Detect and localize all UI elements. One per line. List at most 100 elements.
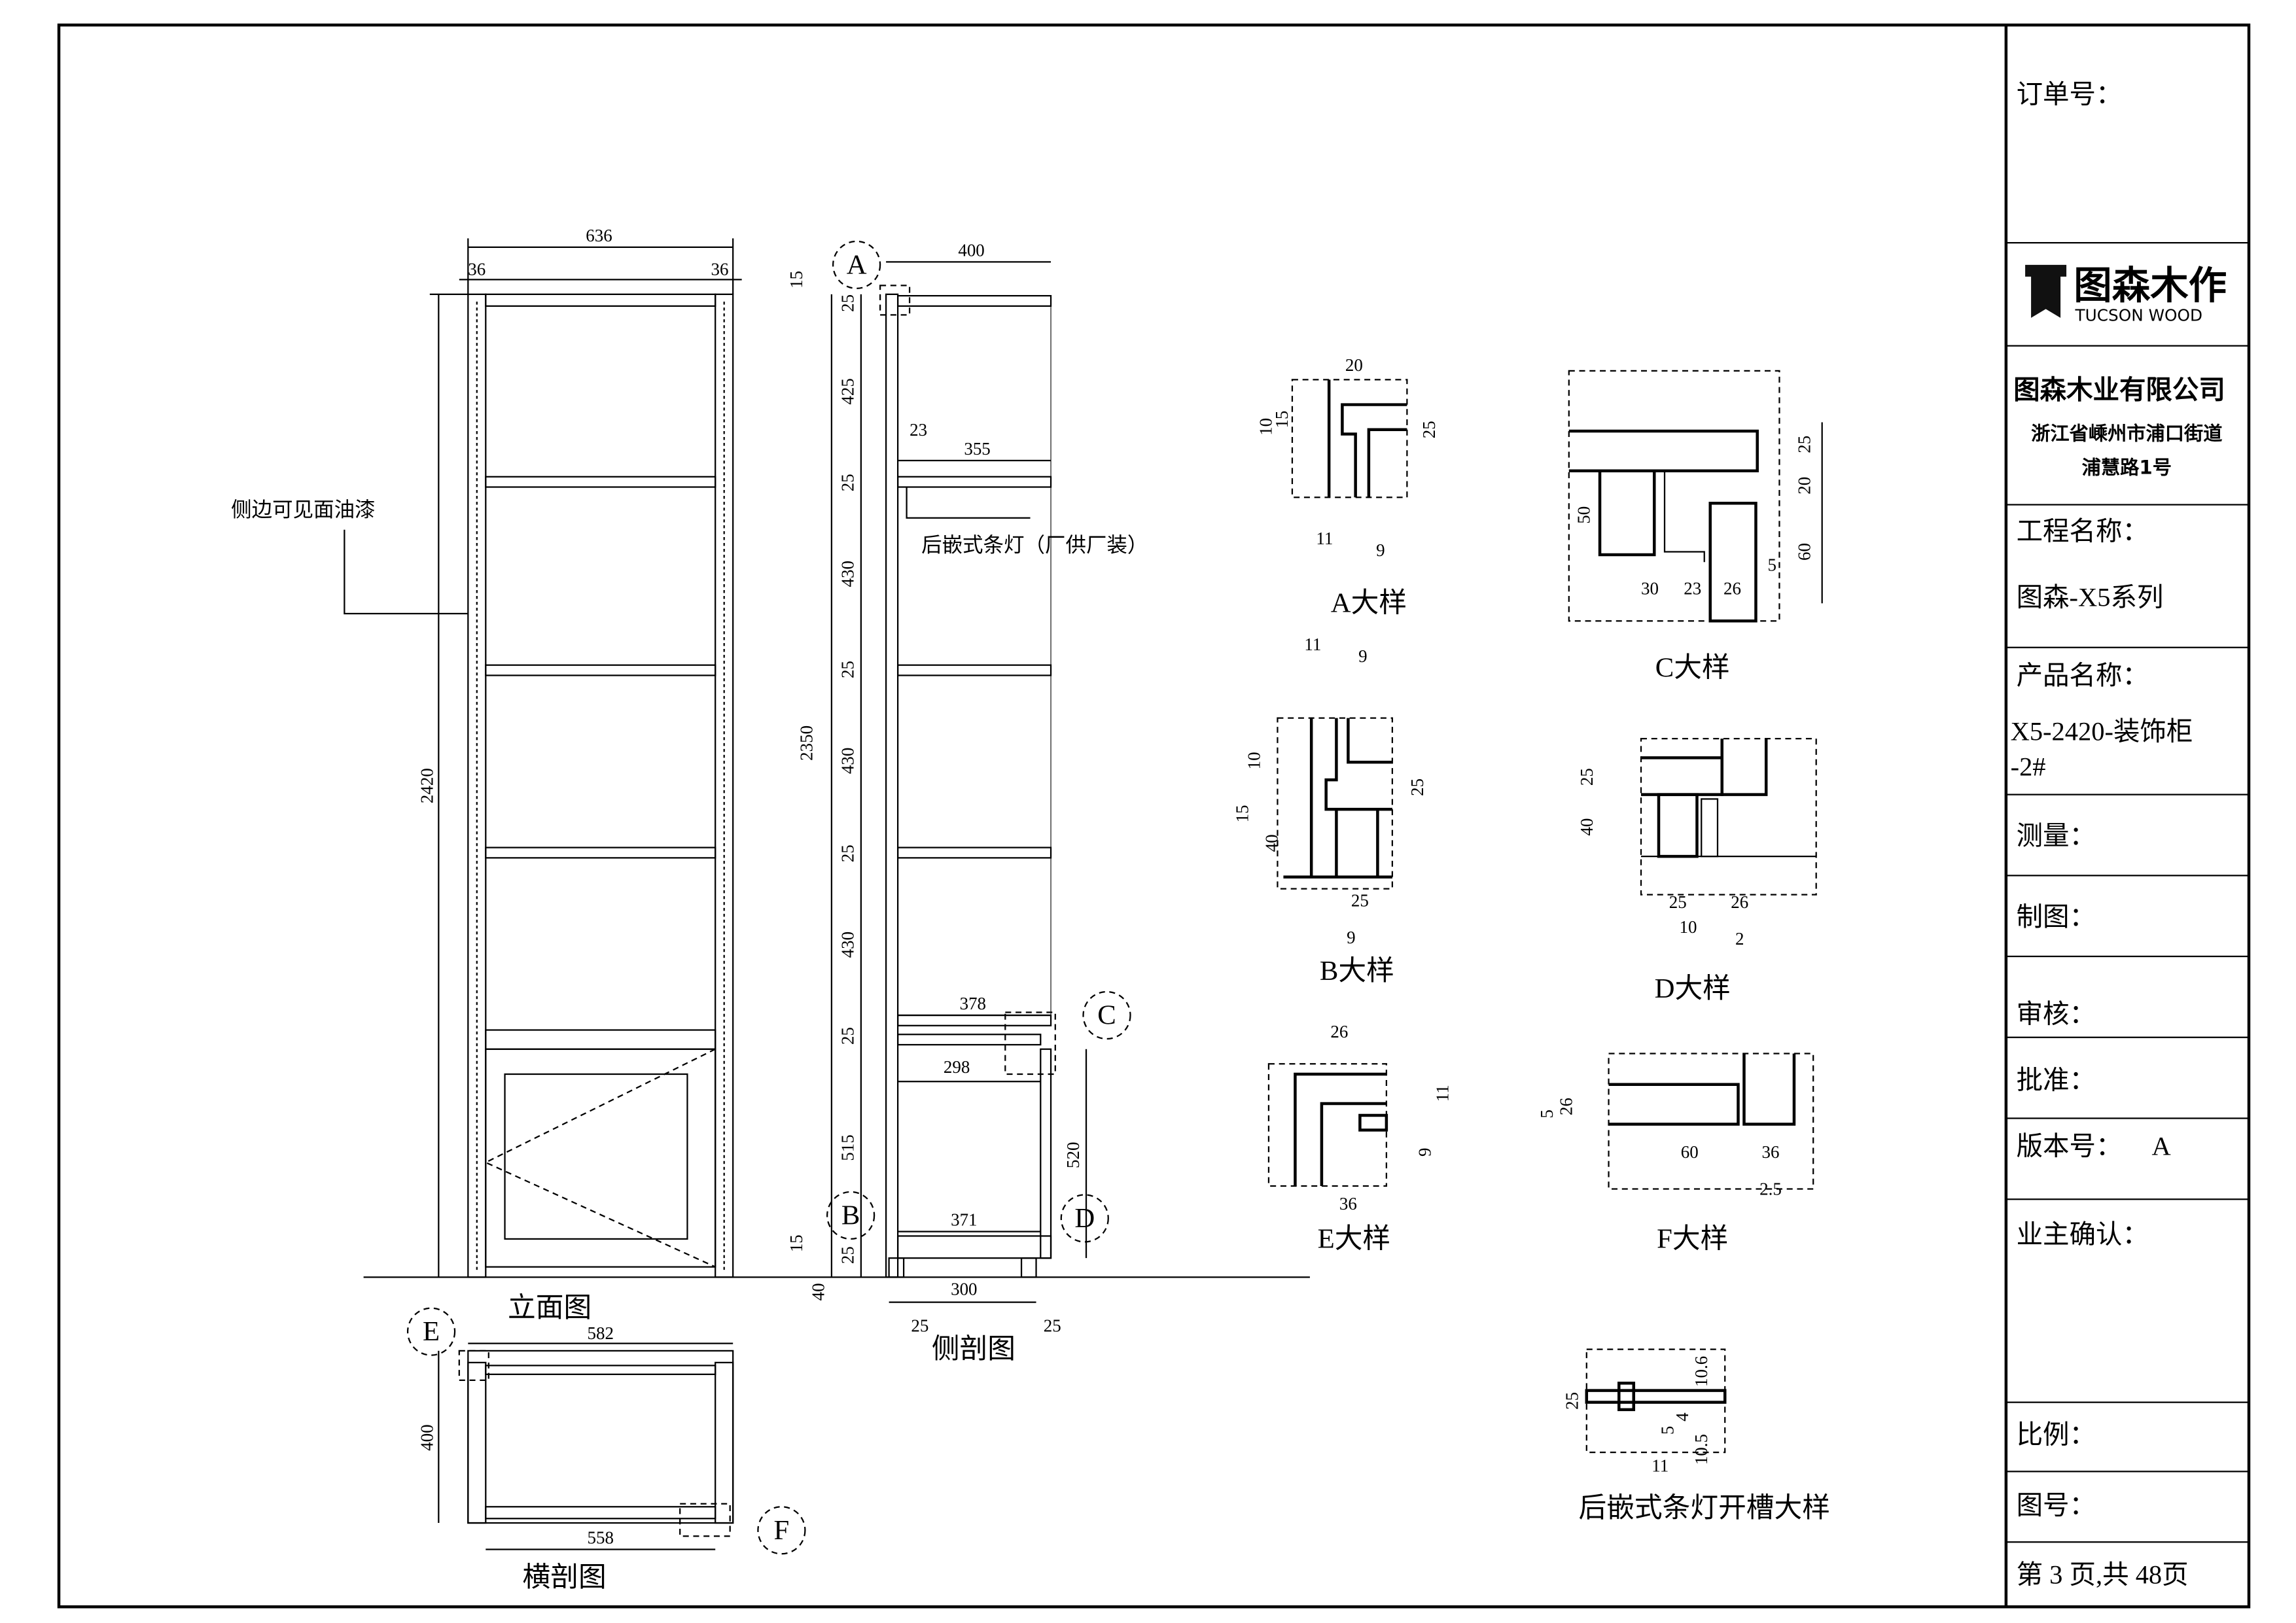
- dim: 9: [1347, 928, 1356, 947]
- marker-b: B: [841, 1200, 860, 1230]
- dim-cross-inner: 558: [588, 1528, 614, 1548]
- dim-shelf: 25: [838, 294, 858, 312]
- elevation-title: 立面图: [508, 1293, 592, 1323]
- dim: 11: [1304, 635, 1321, 654]
- dim: 40: [1577, 818, 1597, 836]
- dim: 23: [1684, 579, 1701, 599]
- dim-shelf: 25: [838, 474, 858, 491]
- approve-label: 批准：: [2017, 1065, 2096, 1094]
- logo-cn: 图森木作: [2074, 264, 2227, 308]
- detail-b-title: B大样: [1320, 956, 1394, 986]
- dim: 15: [1232, 805, 1252, 822]
- drafting-label: 制图：: [2017, 902, 2096, 932]
- dim-shelf-depth: 355: [964, 439, 990, 459]
- cross-section-view: 582 400 558 横剖图: [417, 1323, 734, 1593]
- marker-a: A: [847, 249, 867, 280]
- dim-width: 636: [586, 226, 612, 245]
- dim: 25: [1419, 421, 1439, 438]
- dim: 30: [1641, 579, 1659, 599]
- version-label: 版本号：: [2017, 1132, 2123, 1161]
- detail-c-title: C大样: [1655, 653, 1730, 684]
- detail-e-title: E大样: [1318, 1223, 1391, 1254]
- detail-a: 20 10 15 25 11 9 A大样: [1256, 355, 1439, 619]
- sheet-border: [57, 23, 2251, 1609]
- detail-d: 25 40 25 10 2 26 D大样: [1577, 738, 1817, 1004]
- detail-b: 11 9 10 15 40 25 25 9 B大样: [1232, 635, 1427, 986]
- side-title: 侧剖图: [932, 1334, 1016, 1365]
- dim: 26: [1330, 1022, 1348, 1041]
- logo-en: TUCSON WOOD: [2075, 305, 2202, 324]
- dim-bottom-depth: 371: [951, 1210, 977, 1230]
- page-info: 第 3 页,共 48页: [2017, 1560, 2189, 1589]
- door-panel: [485, 1048, 716, 1268]
- dim: 10: [1244, 752, 1263, 769]
- dim-cross-depth: 400: [417, 1424, 436, 1450]
- dim-right-side: 36: [711, 260, 728, 279]
- project-label: 工程名称：: [2017, 517, 2149, 546]
- dim-bottom: 25: [838, 1246, 858, 1264]
- dim: 25: [1577, 768, 1597, 786]
- detail-a-title: A大样: [1331, 588, 1407, 619]
- dim: 26: [1556, 1098, 1576, 1115]
- drawing-no-label: 图号：: [2017, 1491, 2096, 1520]
- owner-confirm-label: 业主确认：: [2017, 1220, 2149, 1249]
- dim-gap: 430: [838, 932, 858, 958]
- cross-title: 横剖图: [523, 1562, 607, 1593]
- dim-foot-span: 300: [951, 1279, 977, 1299]
- dim: 10: [1680, 917, 1697, 937]
- dim: 4: [1672, 1412, 1692, 1422]
- detail-c: 50 30 23 26 5 25 20 60 C大样: [1568, 370, 1823, 684]
- dim-gap: 430: [838, 748, 858, 774]
- product-label: 产品名称：: [2017, 661, 2149, 690]
- dim-total-height: 2350: [797, 725, 817, 761]
- title-block: 订单号： 图森木作 TUCSON WOOD 图森木业有限公司 浙江省嵊州市浦口街…: [2004, 25, 2249, 1607]
- dim: 10: [1256, 418, 1275, 436]
- dim-left-side: 36: [468, 260, 486, 279]
- dim-shelf: 25: [838, 661, 858, 678]
- dim-foot-left: 25: [911, 1316, 928, 1336]
- dim: 5: [1658, 1426, 1678, 1435]
- side-paint-note: 侧边可见面油漆: [231, 498, 375, 521]
- dim: 20: [1345, 355, 1363, 375]
- detail-f: 5 26 60 36 2.5 F大样: [1537, 1053, 1814, 1254]
- dim-top-offset: 15: [786, 271, 806, 288]
- dim: 20: [1795, 477, 1814, 495]
- dim: 26: [1731, 892, 1748, 912]
- review-label: 审核：: [2017, 999, 2096, 1028]
- project-value: 图森-X5系列: [2017, 583, 2164, 612]
- dim-gap: 430: [838, 561, 858, 587]
- dim: 25: [1669, 892, 1687, 912]
- dim: 5: [1767, 555, 1776, 575]
- dim: 50: [1574, 506, 1593, 524]
- dim-depth: 400: [958, 240, 984, 260]
- address-line1: 浙江省嵊州市浦口街道: [2031, 423, 2222, 445]
- dim: 11: [1316, 529, 1333, 548]
- dim: 9: [1376, 540, 1385, 560]
- light-slot-title: 后嵌式条灯开槽大样: [1579, 1493, 1830, 1524]
- detail-e: 26 11 9 36 E大样: [1267, 1022, 1452, 1254]
- measure-label: 测量：: [2017, 821, 2096, 850]
- dim-cross-width: 582: [588, 1323, 614, 1343]
- dim: 2: [1735, 929, 1744, 949]
- product-value-line1: X5-2420-装饰柜: [2011, 716, 2193, 746]
- dim: 2.5: [1759, 1179, 1782, 1198]
- detail-markers: A B C D E F: [406, 240, 1131, 1555]
- dim: 26: [1723, 579, 1741, 599]
- logo-mark-icon: [2025, 264, 2067, 318]
- dim-gap: 425: [838, 378, 858, 404]
- detail-f-title: F大样: [1657, 1223, 1728, 1254]
- marker-e: E: [423, 1316, 440, 1347]
- scale-label: 比例：: [2017, 1420, 2096, 1450]
- marker-c: C: [1097, 1000, 1116, 1031]
- detail-light-slot: 25 10.6 10.5 4 5 11 后嵌式条灯开槽大样: [1562, 1348, 1830, 1524]
- dim-plinth: 40: [809, 1283, 828, 1300]
- dim: 15: [1272, 411, 1292, 428]
- dim: 25: [1351, 891, 1369, 911]
- dim: 60: [1795, 543, 1814, 561]
- dim-lower: 515: [838, 1134, 858, 1161]
- product-value-line2: -2#: [2011, 752, 2046, 781]
- company-name: 图森木业有限公司: [2013, 374, 2225, 406]
- dim: 9: [1358, 646, 1368, 666]
- dim-bottom-offset: 15: [786, 1234, 806, 1252]
